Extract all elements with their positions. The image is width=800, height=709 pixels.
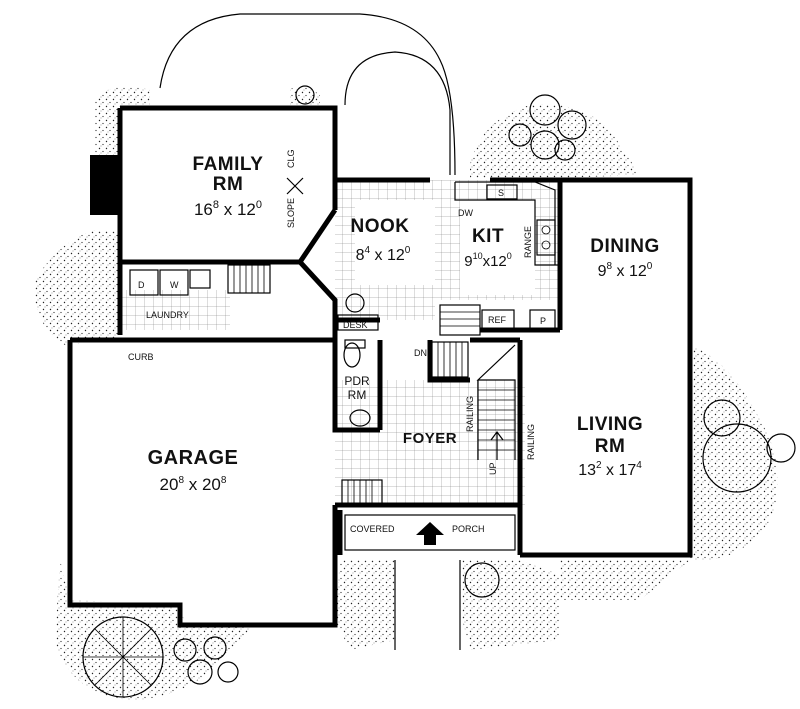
foyer-title: FOYER <box>403 430 457 447</box>
fixtures <box>129 177 560 650</box>
living-title-2: RM <box>595 436 626 457</box>
ref-label: REF <box>488 315 507 325</box>
up-label: UP <box>488 462 498 475</box>
garage-dims: 208 x 208 <box>160 475 227 494</box>
kit-title: KIT <box>472 226 504 247</box>
nook-room: NOOK 84 x 120 <box>351 216 411 264</box>
dining-room: DINING 98 x 120 <box>590 236 660 280</box>
living-title-1: LIVING <box>577 414 643 435</box>
railing-left-label: RAILING <box>465 396 475 432</box>
dryer-label: D <box>138 280 145 290</box>
patio-outline <box>159 13 456 176</box>
family-room: FAMILY RM 168 x 120 <box>193 154 264 219</box>
trees <box>82 85 796 698</box>
range-label: RANGE <box>523 226 533 258</box>
living-room: LIVING RM 132 x 174 <box>577 414 643 479</box>
sink-label: S <box>498 188 504 198</box>
desk-label: DESK <box>343 320 368 330</box>
nook-dims: 84 x 120 <box>356 245 411 264</box>
clg-label: CLG <box>286 149 296 168</box>
family-room-dims: 168 x 120 <box>194 199 262 219</box>
pantry-label: P <box>540 316 546 326</box>
garage-room: GARAGE 208 x 208 <box>148 447 239 494</box>
living-dims: 132 x 174 <box>578 460 642 479</box>
garage-title: GARAGE <box>148 447 239 469</box>
railing-right-label: RAILING <box>526 424 536 460</box>
dining-title: DINING <box>590 236 660 257</box>
pdr-title-1: PDR <box>344 374 370 388</box>
nook-title: NOOK <box>351 216 410 237</box>
washer-label: W <box>170 280 179 290</box>
kitchen-room: KIT 910x120 <box>464 226 512 270</box>
dn-label: DN <box>414 348 427 358</box>
covered-label: COVERED <box>350 524 395 534</box>
family-room-title-2: RM <box>213 174 244 195</box>
dining-dims: 98 x 120 <box>598 261 653 280</box>
laundry-label: LAUNDRY <box>146 310 189 320</box>
porch-label: PORCH <box>452 524 485 534</box>
slope-label: SLOPE <box>286 198 296 228</box>
pdr-title-2: RM <box>348 388 367 402</box>
curb-label: CURB <box>128 352 154 362</box>
family-room-title-1: FAMILY <box>193 154 264 175</box>
dw-label: DW <box>458 208 473 218</box>
kit-dims: 910x120 <box>464 251 512 270</box>
